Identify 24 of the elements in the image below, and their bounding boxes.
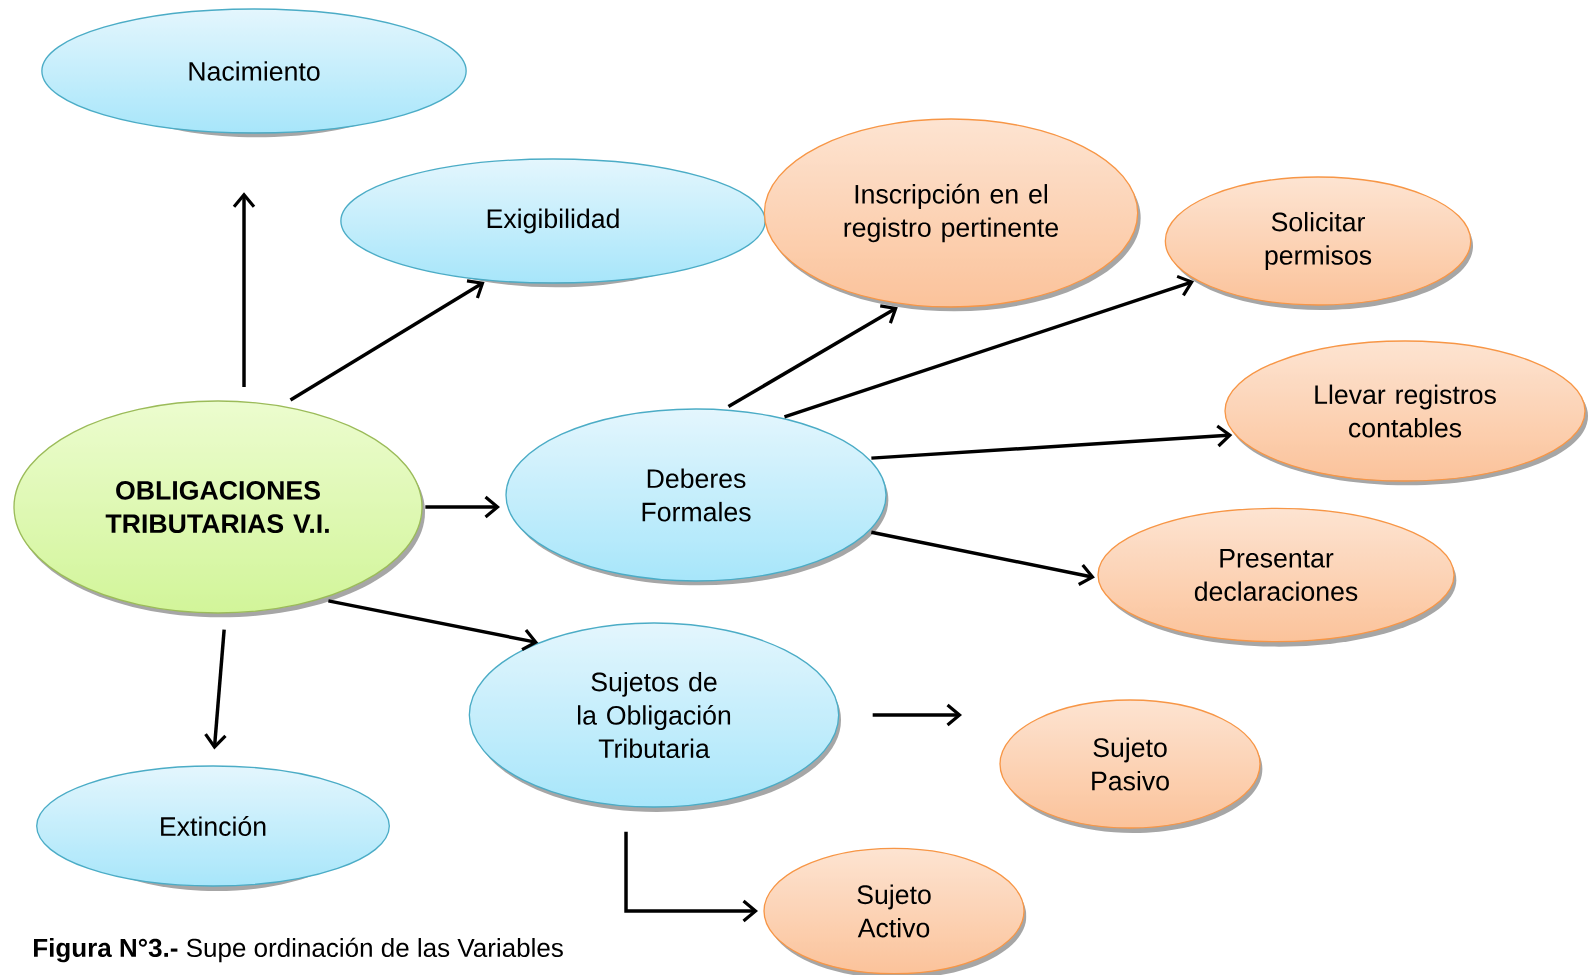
ellipse-node: Inscripción en el registro pertinente xyxy=(763,118,1141,312)
arrow xyxy=(232,192,256,387)
ellipse-node: Llevar registros contables xyxy=(1224,340,1588,486)
arrow xyxy=(871,530,1095,586)
arrow xyxy=(871,424,1233,460)
arrow xyxy=(727,304,898,409)
arrow xyxy=(204,629,227,750)
arrow xyxy=(872,703,962,727)
caption: Figura N°3.- Supe ordinación de las Variables xyxy=(34,937,563,963)
arrow xyxy=(624,831,758,923)
ellipse-node: Exigibilidad xyxy=(340,158,766,288)
ellipse-node: Solicitar permisos xyxy=(1164,176,1473,310)
ellipse-node: Sujetos de la Obligación Tributaria xyxy=(468,622,841,812)
ellipse-node: Deberes Formales xyxy=(505,408,889,586)
ellipse-node: Nacimiento xyxy=(41,8,467,138)
ellipse-node: Extinción xyxy=(36,765,390,891)
ellipse-node: OBLIGACIONES TRIBUTARIAS V.I. xyxy=(13,400,425,618)
arrow xyxy=(425,495,500,519)
ellipse-node: Presentar declaraciones xyxy=(1097,507,1457,647)
arrow xyxy=(783,274,1195,419)
ellipse-node: Sujeto Pasivo xyxy=(999,699,1263,833)
ellipse-node: Sujeto Activo xyxy=(763,847,1027,975)
arrow xyxy=(328,599,539,652)
arrow xyxy=(289,279,485,402)
